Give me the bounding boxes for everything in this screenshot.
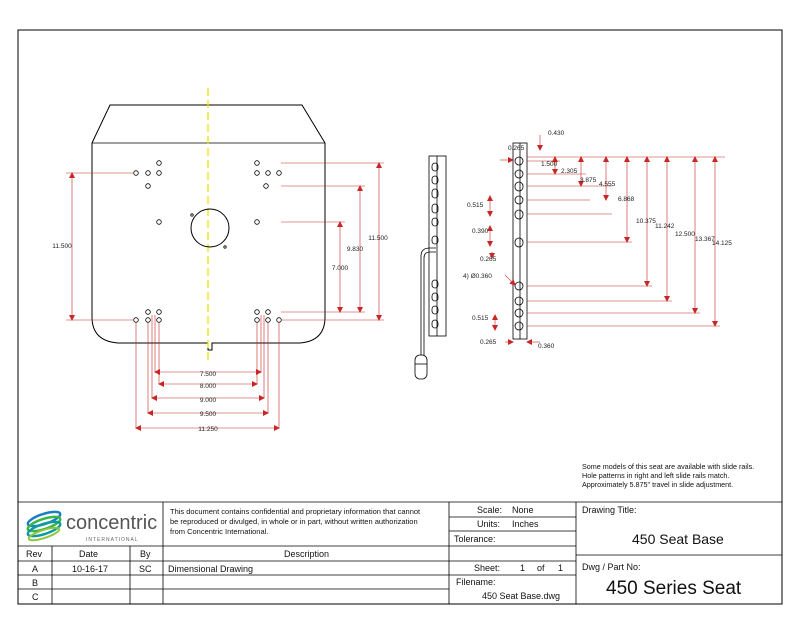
note-line: Hole patterns in right and left slide ra… — [582, 471, 730, 480]
drawing-title-label: Drawing Title: — [582, 505, 637, 515]
dim-4555: 4.555 — [599, 181, 616, 188]
scale-value: None — [512, 505, 534, 515]
dim-0515-top: 0.515 — [467, 202, 484, 209]
note-line: Approximately 5.875" travel in slide adj… — [582, 480, 734, 489]
dim-0515-bottom: 0.515 — [472, 315, 489, 322]
handle-grip — [414, 354, 428, 380]
part-number-label: Dwg / Part No: — [582, 562, 641, 572]
slide-release-handle — [423, 251, 436, 338]
dim-hole-diameter: 4) Ø0.360 — [463, 273, 492, 280]
sheet-border — [17, 29, 783, 605]
seat-dimension-labels: 11.500 9.830 11.500 7.000 7.500 8.000 9.… — [52, 235, 388, 433]
confidential-line: be reproduced or divulged, in whole or i… — [170, 517, 418, 526]
seat-base-view: 11.500 9.830 11.500 7.000 7.500 8.000 9.… — [52, 88, 388, 433]
center-hole — [190, 208, 230, 248]
dim-left-11500: 11.500 — [52, 243, 72, 250]
dim-11500-right: 11.500 — [368, 235, 388, 242]
filename-label: Filename: — [456, 577, 496, 587]
sheet-total: 1 — [558, 563, 564, 573]
dim-7000: 7.000 — [332, 265, 349, 272]
date-header: Date — [79, 549, 99, 559]
dim-9000: 9.000 — [200, 397, 217, 404]
dim-14125: 14.125 — [712, 240, 732, 247]
dim-9830: 9.830 — [347, 246, 364, 253]
seat-dimension-lines — [66, 162, 384, 431]
rev-row-a-rev: A — [32, 564, 39, 574]
units-label: Units: — [477, 519, 501, 529]
filename-value: 450 Seat Base.dwg — [482, 591, 561, 601]
dim-12500: 12.500 — [675, 231, 695, 238]
dim-0265-top: 0.265 — [508, 145, 525, 152]
rev-row-a-date: 10-16-17 — [72, 564, 109, 574]
dim-7500: 7.500 — [200, 371, 217, 378]
rail-dimension-lines — [487, 135, 725, 345]
rail-slots — [431, 162, 439, 329]
logo-subtitle: INTERNATIONAL — [86, 537, 139, 543]
logo-wordmark: concentric — [66, 512, 158, 534]
dim-0390: 0.390 — [472, 228, 489, 235]
title-block-grid — [18, 501, 782, 604]
dim-2305: 2.305 — [561, 168, 578, 175]
sheet-label: Sheet: — [474, 563, 501, 573]
dim-13367: 13.367 — [695, 236, 715, 243]
dim-0360: 0.360 — [538, 343, 555, 350]
rev-row-a-by: SC — [139, 564, 152, 574]
rev-row-c-rev: C — [32, 592, 39, 602]
units-value: Inches — [512, 519, 539, 529]
confidential-line: from Concentric International. — [170, 527, 269, 536]
dim-10375: 10.375 — [636, 218, 656, 225]
rev-row-a-desc: Dimensional Drawing — [168, 564, 254, 574]
concentric-logo-mark — [26, 510, 62, 542]
dim-0265-bottom: 0.265 — [480, 339, 497, 346]
dim-6868: 6.868 — [618, 196, 635, 203]
description-header: Description — [284, 549, 330, 559]
drawing-notes: Some models of this seat are available w… — [582, 462, 754, 489]
rev-header: Rev — [26, 549, 43, 559]
confidential-notice: This document contains confidential and … — [170, 507, 420, 537]
dim-0430: 0.430 — [548, 130, 565, 137]
dim-3875: 3.875 — [580, 177, 597, 184]
dim-0265-mid: 0.265 — [480, 256, 497, 263]
sheet-number: 1 — [520, 563, 526, 573]
seat-base-outline — [91, 104, 326, 351]
rail-front-slots — [514, 156, 524, 331]
slide-rail-side-view — [414, 155, 447, 380]
note-line: Some models of this seat are available w… — [582, 462, 755, 471]
by-header: By — [140, 549, 151, 559]
dim-11242: 11.242 — [655, 223, 675, 230]
rev-row-b-rev: B — [32, 578, 39, 588]
confidential-line: This document contains confidential and … — [170, 507, 421, 516]
slide-rail-front-view — [512, 142, 528, 340]
dim-8000: 8.000 — [200, 383, 217, 390]
rail-dimension-labels: 0.430 0.265 1.500 2.305 3.875 4.555 6.86… — [463, 130, 732, 350]
dim-9500: 9.500 — [200, 411, 217, 418]
dim-1500: 1.500 — [541, 161, 558, 168]
scale-label: Scale: — [477, 505, 503, 515]
part-number: 450 Series Seat — [606, 578, 742, 599]
dim-11250: 11.250 — [198, 426, 218, 433]
tolerance-label: Tolerance: — [454, 534, 496, 544]
drawing-title: 450 Seat Base — [632, 531, 724, 547]
sheet-of: of — [537, 563, 545, 573]
